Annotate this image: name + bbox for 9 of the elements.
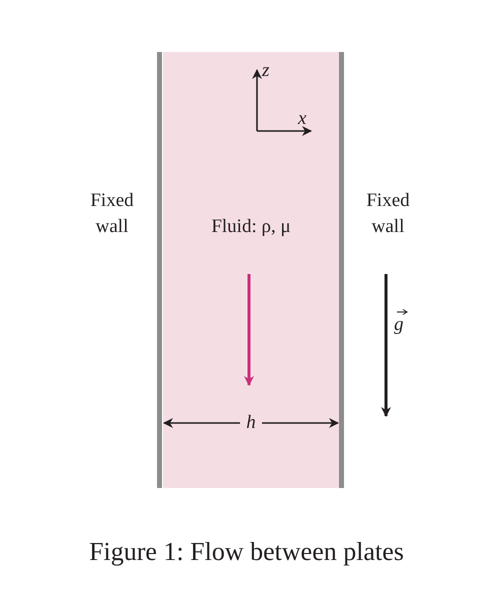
fluid-label: Fluid: ρ, μ xyxy=(210,215,292,239)
fluid-region xyxy=(163,52,339,488)
gravity-label: g xyxy=(394,313,404,337)
dimension-label: h xyxy=(245,411,257,435)
axis-label: z xyxy=(262,59,270,83)
wall-label: Fixed wall xyxy=(365,189,411,239)
caption: Figure 1: Flow between plates xyxy=(88,536,405,568)
axis-label: x xyxy=(298,107,308,131)
wall-label: Fixed wall xyxy=(89,189,135,239)
